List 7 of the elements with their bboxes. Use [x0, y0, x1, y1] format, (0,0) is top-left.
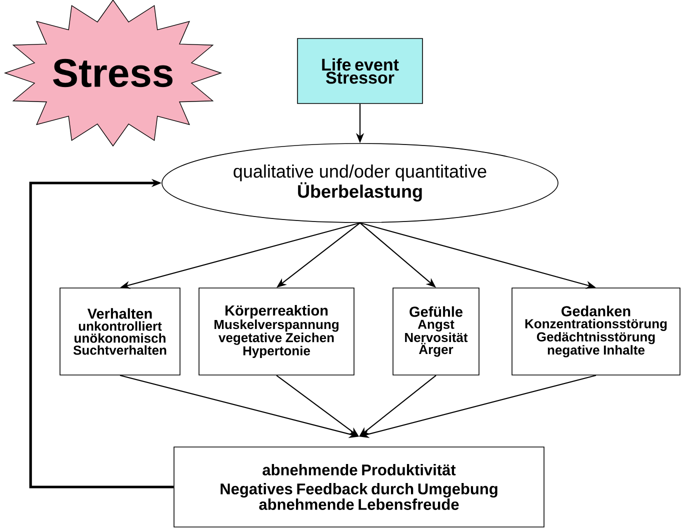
- category-box: Gedanken Konzentrationsstörung Gedächtnisstörung negative Inhalte: [512, 288, 680, 376]
- category-box: Gefühle Angst Nervosität Ärger: [392, 288, 480, 376]
- arrow: [29, 178, 174, 488]
- category-box: Verhalten unkontrolliert unökonomisch Suchtverhalten: [60, 288, 180, 376]
- category-box: abnehmende Produktivität Negatives Feedback durch Umgebung abnehmende Lebensfreude: [174, 446, 544, 528]
- category-box: Körperreaktion Muskelverspannung vegetative Zeichen Hypertonie: [198, 288, 354, 376]
- stressor-box: Life event Stressor: [297, 38, 423, 104]
